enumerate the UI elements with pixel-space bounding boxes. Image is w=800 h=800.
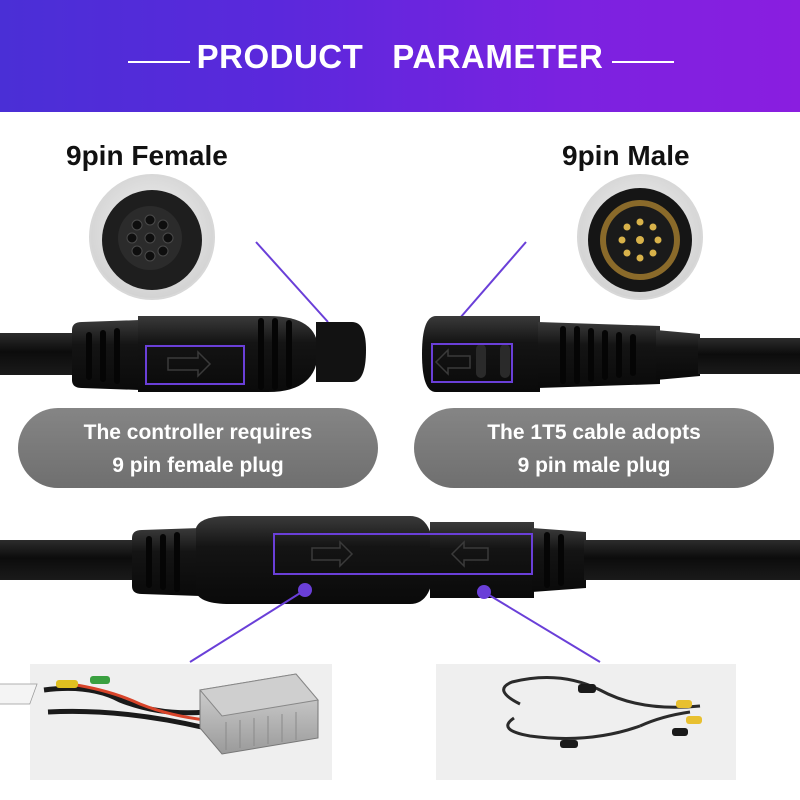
cable-photo: [502, 676, 702, 748]
arrow-right-icon: [167, 350, 212, 378]
controller-caption-line2: 9 pin female plug: [112, 454, 284, 477]
cable-caption: The 1T5 cable adopts 9 pin male plug: [414, 408, 774, 488]
controller-caption: The controller requires 9 pin female plu…: [18, 408, 378, 488]
female-closeup-circle: [89, 174, 215, 300]
male-pin-icon: [618, 218, 662, 262]
cable-caption-line2: 9 pin male plug: [517, 454, 671, 477]
female-connector-label: 9pin Female: [66, 140, 228, 171]
female-leader-line: [255, 241, 329, 323]
cable-caption-line1: The 1T5 cable adopts: [487, 421, 701, 444]
cable-leader-line: [483, 591, 601, 663]
arrow-left-icon: [450, 540, 489, 568]
male-arrow-highlight: [431, 343, 513, 383]
page-title: PRODUCT PARAMETER: [196, 38, 604, 75]
title-rule-left: [128, 61, 190, 63]
female-plug: [0, 316, 366, 392]
male-connector-label: 9pin Male: [562, 140, 690, 171]
controller-photo: [0, 673, 319, 755]
mated-connector: [0, 516, 800, 604]
title-rule-right: [612, 61, 674, 63]
arrow-left-icon: [434, 348, 471, 376]
male-plug: [422, 316, 800, 392]
arrow-right-icon: [311, 540, 354, 568]
controller-leader-line: [189, 589, 306, 663]
female-arrow-highlight: [145, 345, 245, 385]
male-leader-line: [459, 241, 527, 319]
header-banner: PRODUCT PARAMETER: [0, 0, 800, 112]
female-pin-socket-icon: [126, 214, 174, 262]
controller-caption-line1: The controller requires: [83, 421, 313, 444]
male-closeup-circle: [577, 174, 703, 300]
mated-arrow-highlight: [273, 533, 533, 575]
